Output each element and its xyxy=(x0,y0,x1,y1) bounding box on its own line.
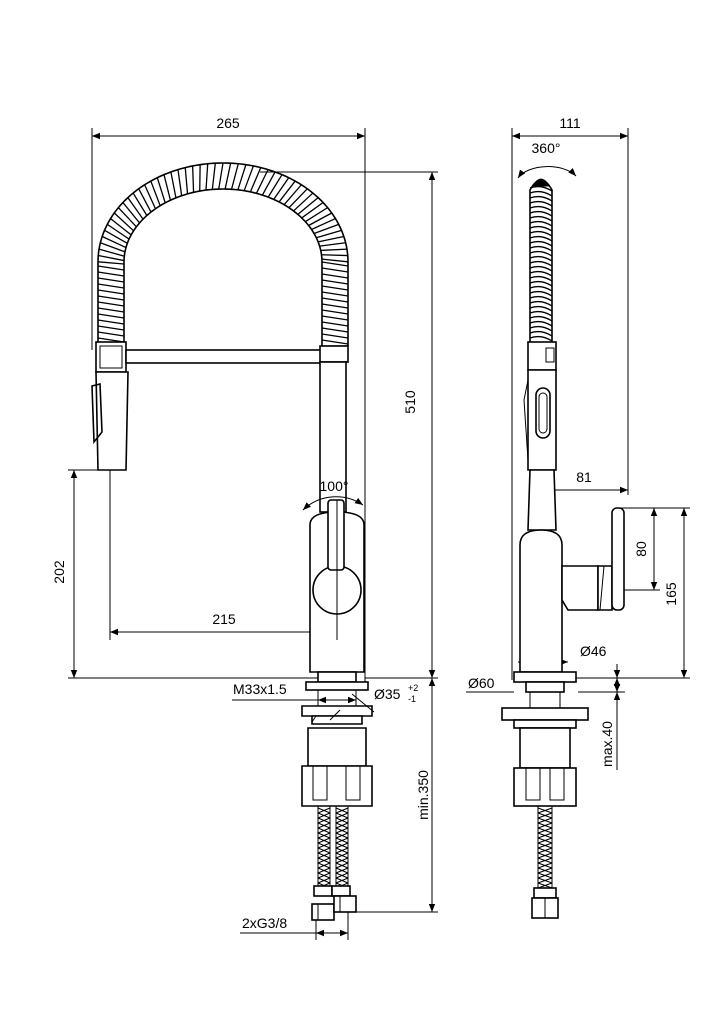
label-connection: 2xG3/8 xyxy=(242,915,287,931)
side-body xyxy=(519,507,625,673)
mounting-kit xyxy=(240,671,373,940)
label-tol-minus: -1 xyxy=(408,694,416,704)
spring-hose-coil xyxy=(97,162,349,347)
label-rotation: 360° xyxy=(532,140,561,156)
spray-head xyxy=(91,341,129,471)
side-spring-coil xyxy=(529,178,553,342)
side-head xyxy=(523,341,557,531)
label-lever-height: 80 xyxy=(633,541,649,557)
label-lever-offset: 81 xyxy=(576,469,592,485)
spout-arm xyxy=(125,349,323,364)
side-view: 111 360° 81 80 165 Ø46 Ø60 max.40 xyxy=(466,115,690,919)
side-braided-hose xyxy=(537,807,553,889)
label-max-counter: max.40 xyxy=(599,721,615,767)
faucet-body xyxy=(302,496,365,673)
side-mounting-kit xyxy=(501,671,589,919)
label-hole-diameter: Ø35 xyxy=(374,686,401,702)
label-spray-height: 202 xyxy=(51,560,67,584)
label-base-diameter: Ø60 xyxy=(468,675,495,691)
label-lever-mount: 165 xyxy=(663,582,679,606)
label-tol-plus: +2 xyxy=(408,683,418,693)
label-width: 265 xyxy=(216,115,240,131)
label-depth: 111 xyxy=(559,115,580,131)
rotation-arrow-icon xyxy=(517,166,577,179)
label-height: 510 xyxy=(402,390,418,414)
front-view: 265 510 202 215 100° M33x1.5 Ø35 +2 -1 m… xyxy=(51,115,438,940)
label-min-hose: min.350 xyxy=(415,770,431,820)
braided-hoses xyxy=(317,807,349,889)
label-lever-angle: 100° xyxy=(320,478,349,494)
label-thread: M33x1.5 xyxy=(233,681,287,697)
label-body-diameter: Ø46 xyxy=(580,643,607,659)
label-reach: 215 xyxy=(212,611,236,627)
